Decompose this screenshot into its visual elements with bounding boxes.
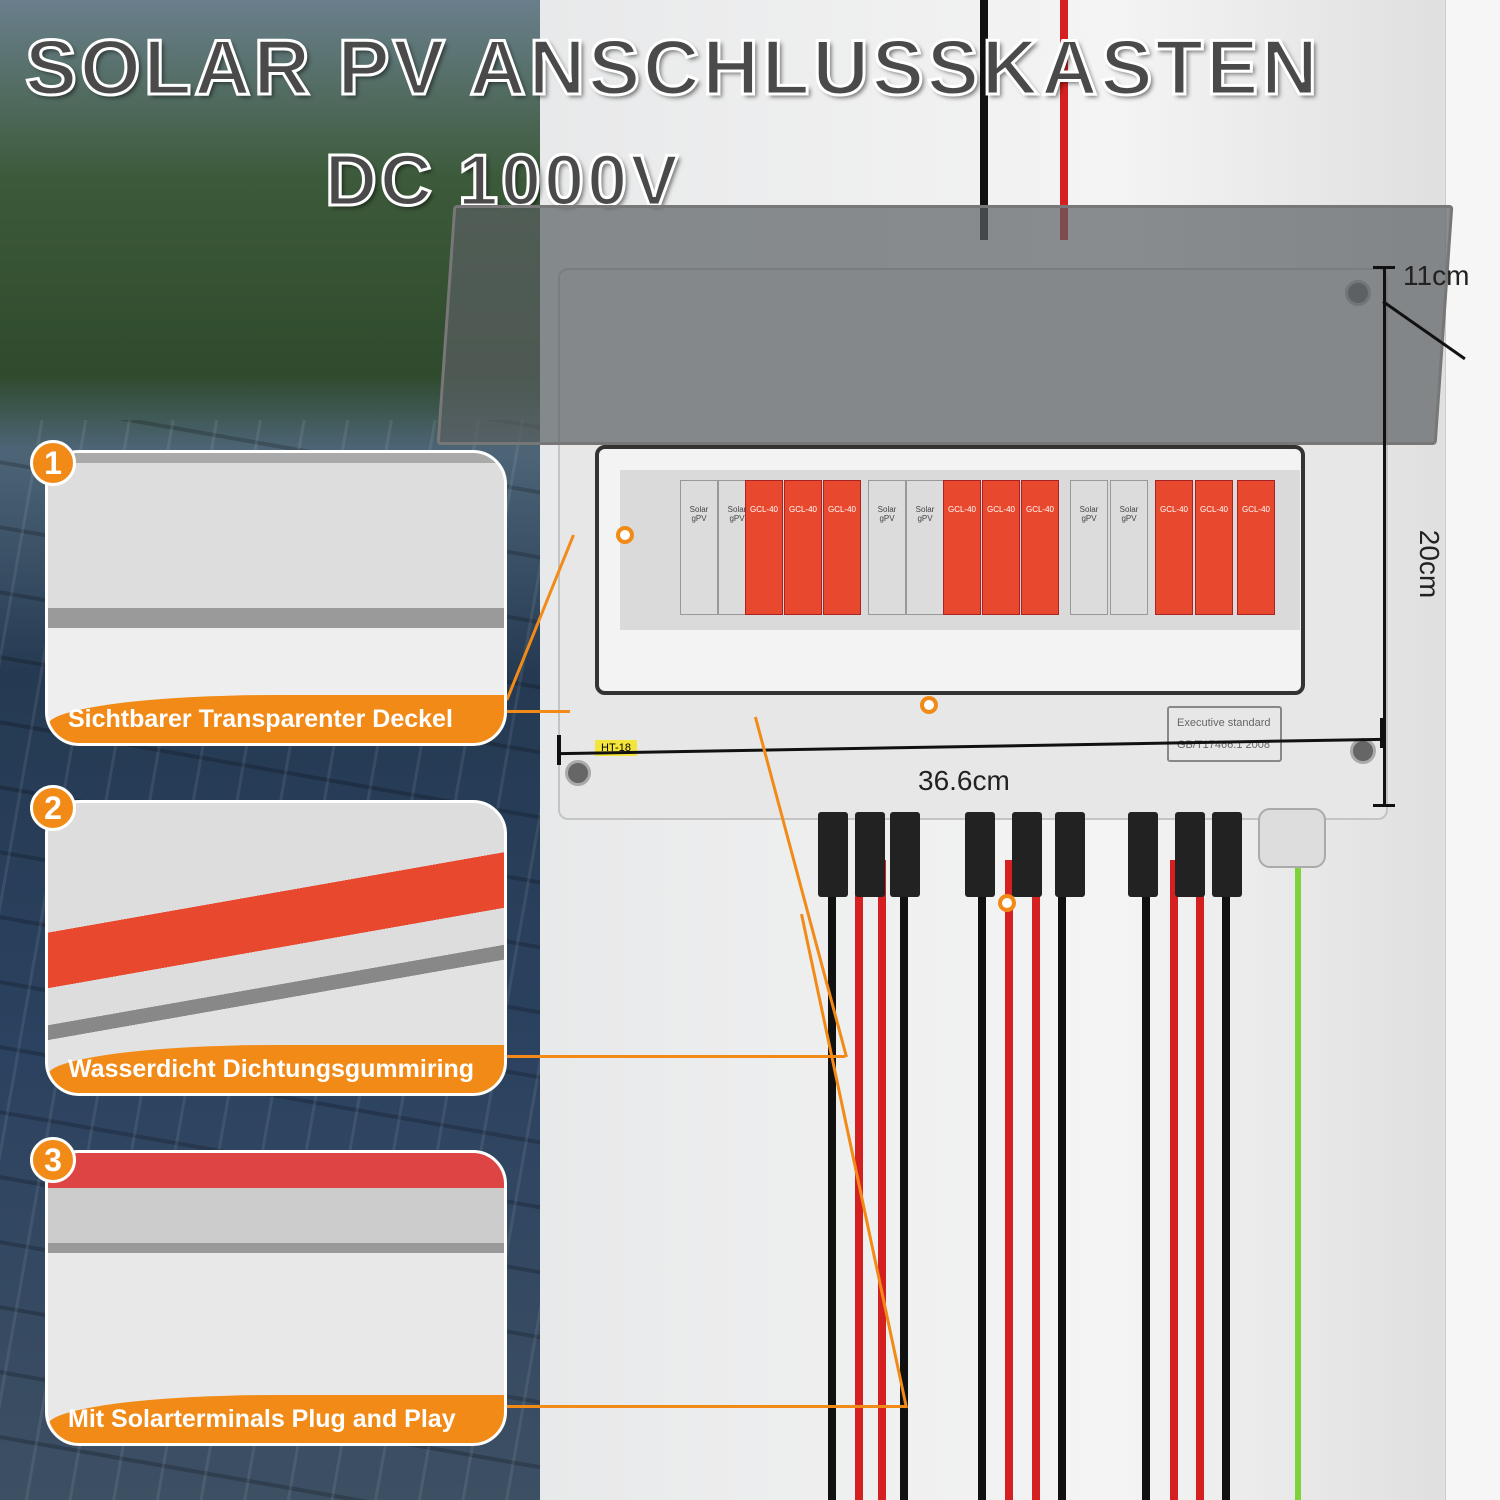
- cable: [900, 860, 908, 1500]
- plate-line: Executive standard: [1177, 717, 1271, 729]
- cable: [1058, 860, 1066, 1500]
- mc4-connector[interactable]: [890, 812, 920, 897]
- fuse-holder-module: Solar gPV: [1110, 480, 1148, 615]
- cable: [1142, 860, 1150, 1500]
- dim-tick: [557, 735, 561, 765]
- mc4-connector[interactable]: [1128, 812, 1158, 897]
- top-wire-black: [980, 0, 988, 240]
- feature-caption-1: Sichtbarer Transparenter Deckel: [48, 695, 504, 743]
- callout-line-2: [505, 1055, 845, 1058]
- feature-caption-2: Wasserdicht Dichtungsgummiring: [48, 1045, 504, 1093]
- surge-protector-module: GCL-40: [1021, 480, 1059, 615]
- mc4-connector[interactable]: [855, 812, 885, 897]
- cable: [1222, 860, 1230, 1500]
- module-label: Solar gPV: [689, 505, 709, 523]
- module-label: GCL-40: [749, 505, 778, 514]
- module-label: GCL-40: [1241, 505, 1270, 514]
- screw: [565, 760, 591, 786]
- feature-number-1: 1: [30, 440, 76, 486]
- feature-inset-2: Wasserdicht Dichtungsgummiring: [45, 800, 507, 1096]
- callout-line-3: [505, 1405, 905, 1408]
- wall-edge: [1445, 0, 1500, 1500]
- surge-protector-module: GCL-40: [943, 480, 981, 615]
- mc4-connector[interactable]: [1175, 812, 1205, 897]
- surge-protector-module: GCL-40: [1195, 480, 1233, 615]
- callout-dot-1: [616, 526, 634, 544]
- module-label: GCL-40: [986, 505, 1015, 514]
- inset-image-terminals: [48, 1153, 504, 1443]
- feature-caption-3: Mit Solarterminals Plug and Play: [48, 1395, 504, 1443]
- inset-image-gasket: [48, 803, 504, 1093]
- height-dimension-line: [1383, 268, 1386, 806]
- mc4-connector[interactable]: [1212, 812, 1242, 897]
- dim-tick: [1380, 718, 1384, 748]
- module-label: GCL-40: [1199, 505, 1228, 514]
- mc4-connector[interactable]: [965, 812, 995, 897]
- module-label: GCL-40: [827, 505, 856, 514]
- dim-tick: [1373, 266, 1395, 269]
- fuse-holder-module: Solar gPV: [1070, 480, 1108, 615]
- surge-protector-module: GCL-40: [745, 480, 783, 615]
- callout-line-1: [505, 710, 570, 713]
- mc4-connector[interactable]: [818, 812, 848, 897]
- ground-wire-green: [1295, 860, 1301, 1500]
- surge-protector-module: GCL-40: [823, 480, 861, 615]
- feature-inset-3: Mit Solarterminals Plug and Play: [45, 1150, 507, 1446]
- screw: [1350, 738, 1376, 764]
- module-label: Solar gPV: [1119, 505, 1139, 523]
- cable: [1005, 860, 1013, 1500]
- module-label: GCL-40: [788, 505, 817, 514]
- callout-dot-3: [998, 894, 1016, 912]
- cable: [878, 860, 886, 1500]
- plate-line: GB/T17466.1 2008: [1177, 739, 1270, 751]
- feature-number-2: 2: [30, 785, 76, 831]
- feature-inset-1: Sichtbarer Transparenter Deckel: [45, 450, 507, 746]
- dim-tick: [1373, 804, 1395, 807]
- module-label: Solar gPV: [727, 505, 747, 523]
- cable: [978, 860, 986, 1500]
- fuse-holder-module: Solar gPV: [906, 480, 944, 615]
- fuse-holder-module: Solar gPV: [868, 480, 906, 615]
- module-label: Solar gPV: [877, 505, 897, 523]
- inset-image-lid: [48, 453, 504, 743]
- depth-dimension-label: 11cm: [1403, 260, 1470, 291]
- module-label: GCL-40: [1025, 505, 1054, 514]
- callout-dot-2: [920, 696, 938, 714]
- module-label: Solar gPV: [915, 505, 935, 523]
- cable-gland: [1258, 808, 1326, 868]
- cable: [1196, 860, 1204, 1500]
- feature-number-3: 3: [30, 1137, 76, 1183]
- surge-protector-module: GCL-40: [1237, 480, 1275, 615]
- mc4-connector[interactable]: [1055, 812, 1085, 897]
- cable: [1170, 860, 1178, 1500]
- mc4-connector[interactable]: [1012, 812, 1042, 897]
- cable: [828, 860, 836, 1500]
- surge-protector-module: GCL-40: [784, 480, 822, 615]
- module-label: GCL-40: [1159, 505, 1188, 514]
- transparent-lid[interactable]: [436, 205, 1454, 445]
- module-label: GCL-40: [947, 505, 976, 514]
- width-dimension-label: 36.6cm: [918, 765, 1010, 796]
- module-label: Solar gPV: [1079, 505, 1099, 523]
- top-wire-red: [1060, 0, 1068, 240]
- surge-protector-module: GCL-40: [982, 480, 1020, 615]
- cable: [1032, 860, 1040, 1500]
- fuse-holder-module: Solar gPV: [680, 480, 718, 615]
- page-title: SOLAR PV ANSCHLUSSKASTEN: [24, 22, 1321, 113]
- height-dimension-label: 20cm: [1414, 529, 1446, 599]
- surge-protector-module: GCL-40: [1155, 480, 1193, 615]
